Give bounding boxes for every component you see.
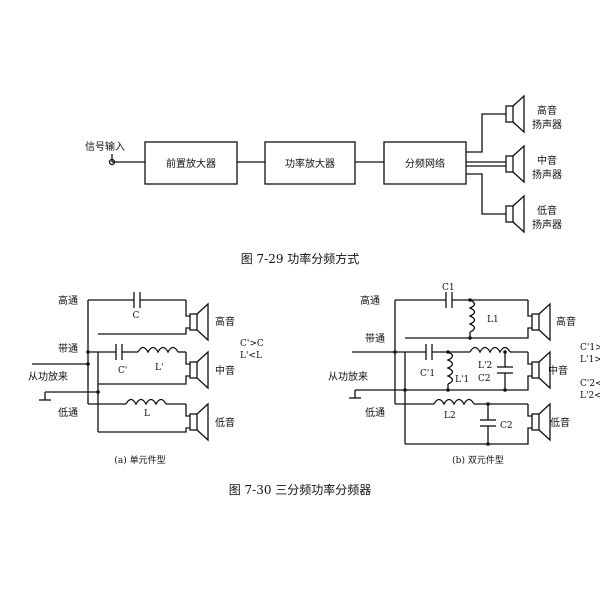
power-amp-label: 功率放大器 — [285, 157, 335, 170]
mid-label-1: 中音 — [537, 154, 557, 167]
woofer-label-1: 低音 — [537, 204, 557, 217]
b-l2p: L'2 — [478, 361, 492, 371]
high-pass-label: 高通 — [58, 294, 78, 307]
b-subcaption: (b) 双元件型 — [452, 454, 504, 466]
a-ind-lp: L' — [155, 363, 163, 373]
midrange-speaker-icon — [505, 145, 525, 183]
mid-label-2: 扬声器 — [532, 168, 562, 181]
a-subcaption: (a) 单元件型 — [114, 454, 165, 466]
fig30-caption: 图 7-30 三分频功率分频器 — [229, 482, 372, 497]
tweeter-label-2: 扬声器 — [532, 118, 562, 131]
b-l1p: L'1 — [455, 375, 469, 385]
a-tweeter-icon — [189, 303, 209, 341]
a-spk-mid: 中音 — [215, 364, 235, 377]
b-source-label: 从功放来 — [328, 370, 368, 383]
a-cap-cp: C' — [118, 366, 127, 376]
b-note-1: C'1> — [580, 343, 600, 353]
b-low-pass-label: 低通 — [365, 406, 385, 419]
woofer-speaker-icon — [505, 195, 525, 233]
b-spk-mid: 中音 — [548, 364, 568, 377]
tweeter-speaker-icon — [505, 95, 525, 133]
power-amp-block — [264, 141, 356, 185]
crossover-label: 分频网络 — [405, 157, 445, 170]
b-band-pass-label: 带通 — [365, 333, 385, 345]
fig-7-29: 信号输入 前置放大器 功率放大器 分频网络 高音 扬声器 中音 扬声器 低音 扬… — [85, 95, 562, 266]
b-spk-low: 低音 — [550, 416, 570, 429]
b-c2p: C2 — [478, 374, 491, 384]
b-spk-high: 高音 — [556, 315, 576, 328]
fig-7-30b: 高通 带通 从功放来 低通 C1 L1 高音 — [328, 283, 600, 466]
a-spk-high: 高音 — [215, 315, 235, 328]
b-woofer-icon — [531, 403, 551, 441]
b-note-3: C'2< — [580, 379, 600, 389]
b-high-pass-label: 高通 — [360, 294, 380, 307]
source-label: 从功放来 — [28, 370, 68, 383]
b-c1: C1 — [442, 283, 455, 293]
band-pass-label: 带通 — [58, 343, 78, 355]
a-note-1: C'>C — [240, 339, 264, 349]
a-woofer-icon — [189, 403, 209, 441]
a-spk-low: 低音 — [215, 416, 235, 429]
b-c2: C2 — [500, 421, 513, 431]
a-cap-c: C — [133, 311, 140, 321]
b-c1p: C'1 — [420, 369, 435, 379]
b-l2: L2 — [444, 411, 456, 421]
tweeter-label-1: 高音 — [537, 104, 557, 117]
crossover-block — [383, 141, 467, 185]
b-l1: L1 — [487, 315, 499, 325]
a-mid-icon — [189, 351, 209, 389]
low-pass-label: 低通 — [58, 406, 78, 419]
a-ind-l: L — [144, 409, 150, 419]
preamp-label: 前置放大器 — [166, 157, 216, 170]
woofer-label-2: 扬声器 — [532, 218, 562, 231]
a-note-2: L'<L — [240, 351, 262, 361]
signal-input-label: 信号输入 — [85, 140, 125, 153]
fig29-caption: 图 7-29 功率分频方式 — [241, 251, 360, 266]
b-tweeter-icon — [531, 303, 551, 341]
b-note-2: L'1> — [580, 355, 600, 365]
preamp-block — [144, 141, 238, 185]
b-note-4: L'2< — [580, 391, 600, 401]
fig-7-30a: 高通 带通 从功放来 低通 C 高音 C' L' — [28, 292, 264, 466]
